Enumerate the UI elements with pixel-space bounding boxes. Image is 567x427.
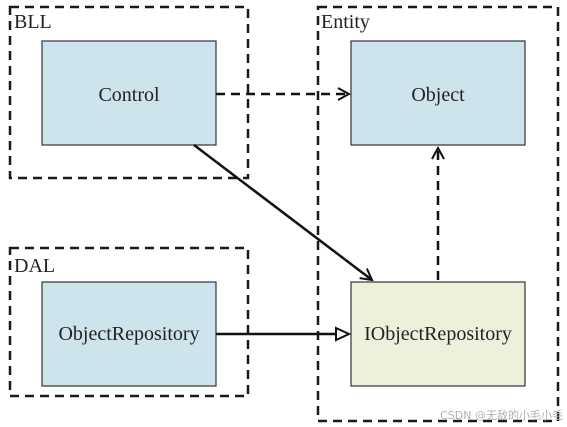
object-node: Object xyxy=(350,40,526,146)
control-label: Control xyxy=(98,84,160,106)
entity-group-title: Entity xyxy=(321,11,370,33)
object-label: Object xyxy=(411,84,465,106)
object-repository-label: ObjectRepository xyxy=(58,323,199,345)
iobject-repository-node: IObjectRepository xyxy=(350,281,526,387)
dal-group-title: DAL xyxy=(14,255,55,277)
iobject-repository-box xyxy=(350,281,526,387)
control-to-iobject-repository-association-arrow xyxy=(193,144,372,280)
object-repository-node: ObjectRepository xyxy=(41,281,217,387)
object-repository-box xyxy=(41,281,217,387)
iobject-repository-label: IObjectRepository xyxy=(364,323,512,345)
bll-group-frame xyxy=(8,5,250,180)
bll-group-title: BLL xyxy=(14,11,52,33)
bll-group: BLL xyxy=(8,5,250,180)
entity-group: Entity xyxy=(316,5,560,423)
watermark: CSDN @无敌的小毛小毛 xyxy=(440,408,563,422)
object-box xyxy=(350,40,526,146)
control-node: Control xyxy=(41,40,217,146)
entity-group-frame xyxy=(316,5,560,423)
dal-group: DAL xyxy=(8,246,250,398)
dal-group-frame xyxy=(8,246,250,398)
control-box xyxy=(41,40,217,146)
